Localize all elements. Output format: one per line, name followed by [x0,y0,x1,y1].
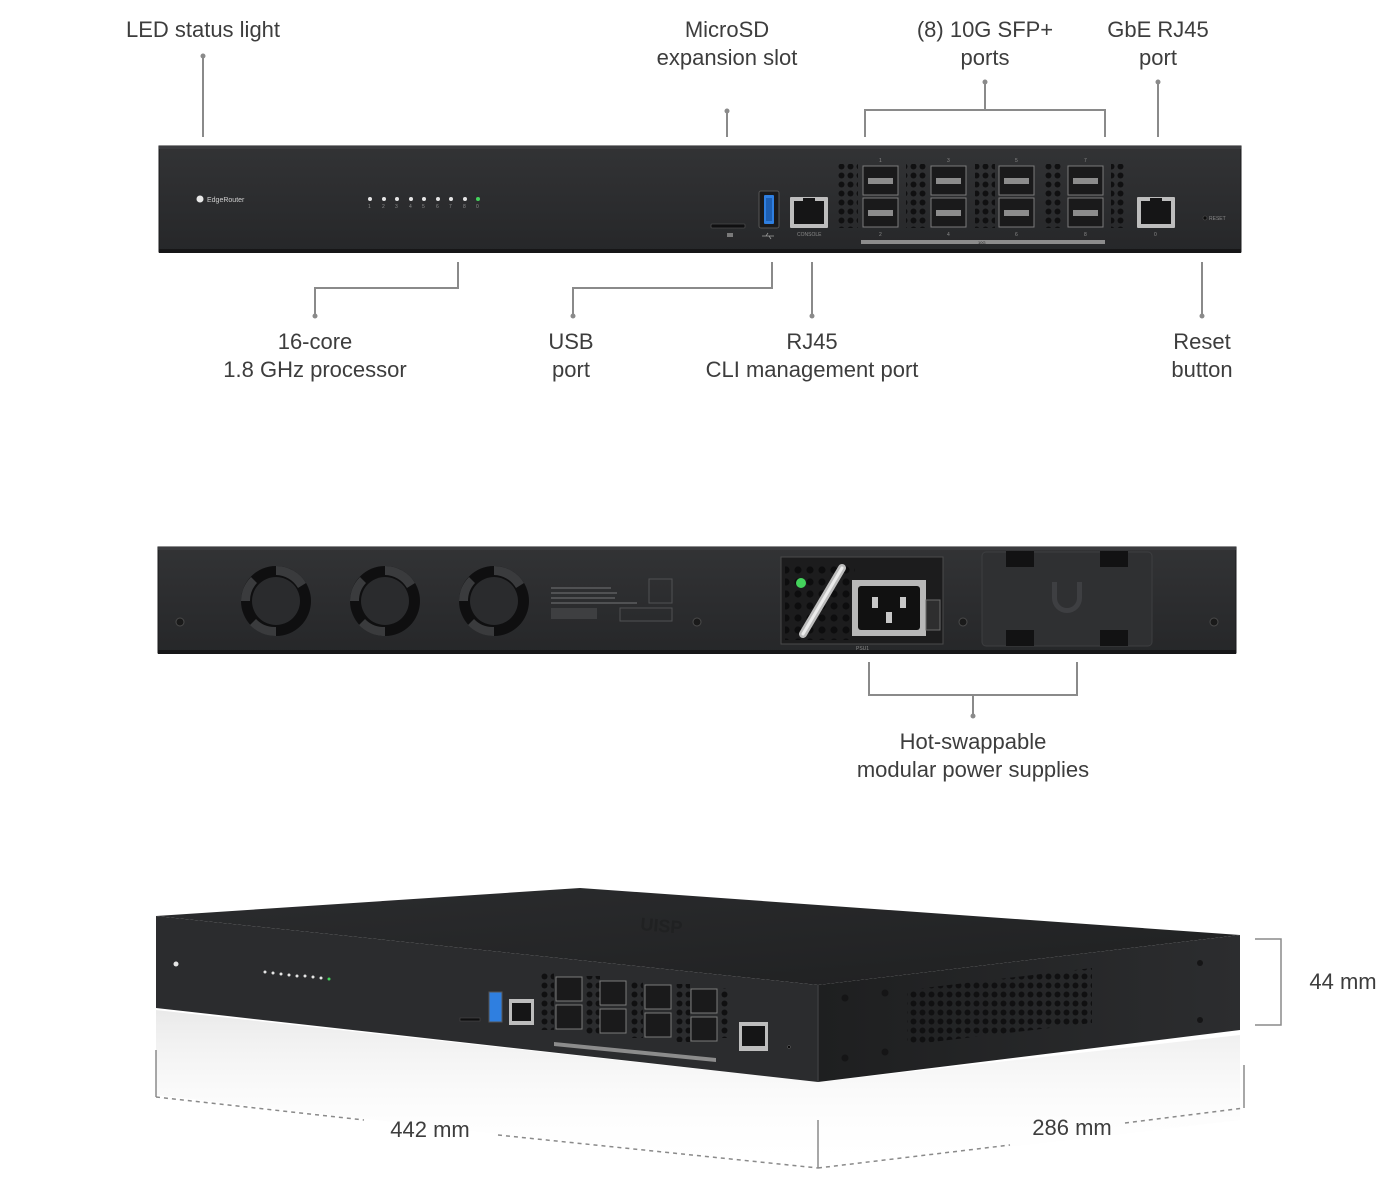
perspective-leds [263,970,331,981]
led-icon [463,197,467,201]
callout-usb: USB port [548,329,594,382]
dimension-width: 442 mm [390,1117,470,1142]
callout-gbe-rj45: GbE RJ45 port [1107,17,1209,70]
fan-icon [350,566,420,637]
sfp-bar-label: 10G [978,240,986,245]
reset-label: RESET [1209,216,1226,222]
front-brand: EdgeRouter [207,197,245,204]
led-icon [368,197,372,201]
sfp-cage [1067,165,1104,228]
dimension-depth: 286 mm [1032,1115,1112,1140]
led-number: 8 [463,204,466,210]
led-icon [449,197,453,201]
led-icon [395,197,399,201]
sfp-cage [862,165,899,228]
sfp-port-number: 8 [1084,232,1087,238]
led-number: 1 [368,204,371,210]
sfp-port-number: 4 [947,232,950,238]
callout-reset: Reset button [1171,329,1233,382]
callout-psu: Hot-swappable modular power supplies [856,729,1090,782]
console-label: CONSOLE [797,232,822,238]
led-icon [476,197,480,201]
led-number: 2 [382,204,385,210]
fan-icon [459,566,529,637]
dimension-height: 44 mm [1309,969,1377,994]
psu-label: PSU1 [856,646,869,652]
sfp-port-number: 6 [1015,232,1018,238]
screw-icon [1209,617,1219,627]
sfp-bar [861,240,1105,244]
psu-blank-bay [981,551,1153,647]
sfp-port-number: 1 [879,158,882,164]
sfp-port-number: 3 [947,158,950,164]
led-number: 3 [395,204,398,210]
sfp-cage [930,165,967,228]
regulatory-label [551,578,673,622]
led-number: 4 [409,204,412,210]
top-logo: UISP [640,914,684,938]
fan-icon [241,566,311,637]
rj45-port-number: 0 [1154,232,1157,238]
callout-microsd: MicroSD expansion slot [656,17,798,70]
front-callout-lines [200,53,1205,319]
rear-callout-lines [868,662,1078,719]
sfp-port-number: 7 [1084,158,1087,164]
sfp-cage-group: 1 3 5 7 2 4 6 8 10G [861,158,1105,245]
led-icon [409,197,413,201]
screw-icon [958,617,968,627]
usb-icon [762,232,774,240]
psu-led-icon [796,578,806,588]
led-number: 6 [436,204,439,210]
power-led-icon [196,195,204,203]
psu-module: PSU1 [780,556,944,652]
callout-sfp-ports: (8) 10G SFP+ ports [916,17,1054,70]
front-panel: EdgeRouter 1 2 3 4 5 6 7 8 0 [158,145,1242,253]
led-number: 0 [476,204,479,210]
screw-icon [175,617,185,627]
sfp-port-number: 2 [879,232,882,238]
sfp-cage [998,165,1035,228]
led-icon [382,197,386,201]
microsd-slot [710,223,746,229]
callout-processor: 16-core 1.8 GHz processor [223,329,407,382]
callout-led-status: LED status light [125,17,281,42]
power-inlet-icon [852,580,926,636]
led-number: 7 [449,204,452,210]
perspective-view: UISP [156,888,1240,1170]
sfp-port-number: 5 [1015,158,1018,164]
microsd-icon [727,233,733,237]
dimension-lines [155,938,1282,1169]
status-leds: 1 2 3 4 5 6 7 8 0 [368,197,480,210]
reset-button [1202,215,1208,221]
callout-cli-port: RJ45 CLI management port [705,329,919,382]
led-icon [436,197,440,201]
rear-panel: PSU1 [157,546,1237,654]
led-number: 5 [422,204,425,210]
screw-icon [692,617,702,627]
ubiquiti-logo-icon [1052,582,1082,613]
led-icon [422,197,426,201]
